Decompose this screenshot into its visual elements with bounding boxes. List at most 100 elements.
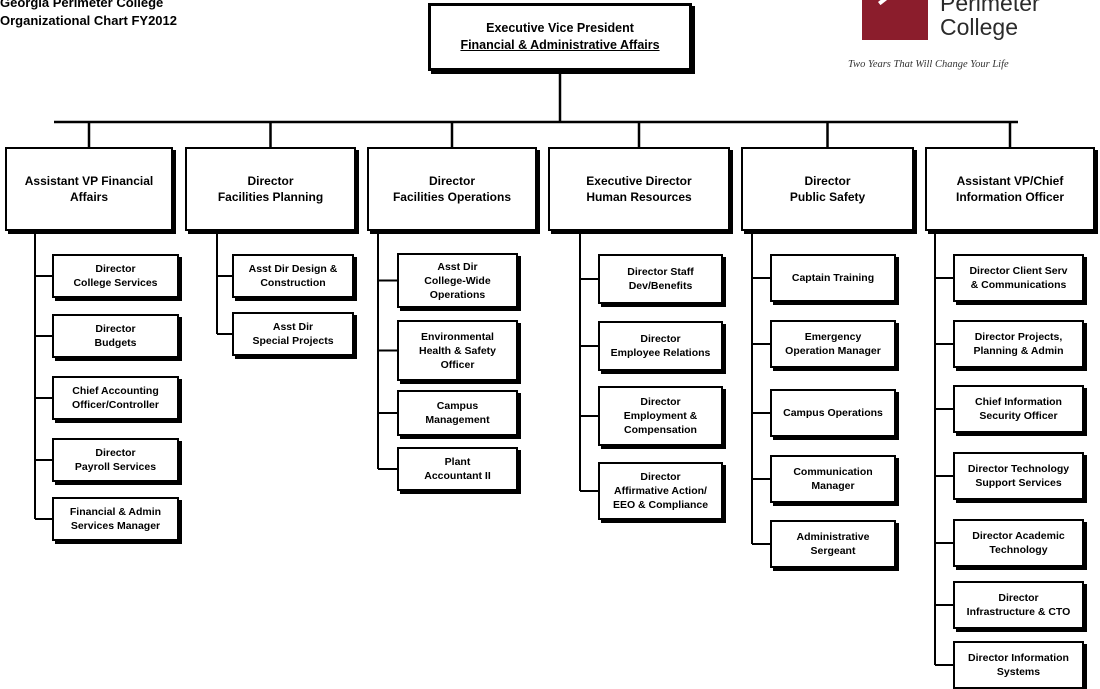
department-title-line: Facilities Planning: [217, 190, 324, 204]
position-box: Director Projects, Planning & Admin: [953, 320, 1084, 368]
position-title-line: Planning & Admin: [973, 345, 1064, 357]
college-logo: Perimeter College Two Years That Will Ch…: [836, 0, 1100, 86]
position-title-line: Director Staff: [627, 266, 694, 278]
logo-mark-icon: [862, 0, 928, 40]
department-title-line: Facilities Operations: [392, 190, 512, 204]
position-title-line: Financial & Admin: [69, 506, 162, 518]
position-title-line: Director: [640, 471, 681, 483]
department-title-line: Human Resources: [586, 190, 692, 204]
position-box: Campus Operations: [770, 389, 896, 437]
position-title-line: & Communications: [970, 279, 1067, 291]
logo-text-perimeter: Perimeter: [940, 0, 1040, 16]
position-title-line: College-Wide: [424, 274, 491, 287]
position-title-line: Director Technology: [967, 463, 1070, 475]
department-title-line: Public Safety: [789, 190, 866, 204]
position-title-line: Management: [425, 414, 490, 426]
position-title-line: Affirmative Action/: [614, 485, 707, 497]
department-title-line: Director: [428, 174, 475, 188]
position-title-line: Director: [640, 333, 681, 345]
position-title-line: Director Client Serv: [969, 265, 1068, 277]
position-title-line: Operation Manager: [785, 345, 881, 357]
position-title-line: Officer/Controller: [72, 399, 159, 411]
position-title-line: Chief Information: [975, 396, 1062, 408]
position-title-line: EEO & Compliance: [612, 499, 709, 511]
department-title-line: Affairs: [69, 190, 108, 204]
position-title-line: Budgets: [94, 337, 137, 349]
position-title-line: Communication: [793, 466, 873, 478]
chart-title: Organizational Chart FY2012: [0, 13, 177, 28]
chart-header: Georgia Perimeter College Organizational…: [0, 0, 177, 30]
position-title-line: Employee Relations: [610, 347, 711, 359]
position-title-line: Chief Accounting: [72, 385, 159, 397]
department-title-line: Executive Director: [586, 174, 692, 188]
position-title-line: College Services: [73, 277, 158, 289]
position-title-line: Operations: [429, 288, 486, 301]
position-title-line: Director: [998, 592, 1039, 604]
position-box: Captain Training: [770, 254, 896, 302]
position-title-line: Environmental: [421, 330, 494, 343]
position-title-line: Employment &: [623, 410, 698, 422]
position-title-line: Infrastructure & CTO: [966, 606, 1071, 618]
department-title-line: Assistant VP/Chief: [956, 174, 1064, 188]
position-title-line: Director: [95, 263, 136, 275]
logo-text-college: College: [940, 14, 1018, 40]
department-title-line: Director: [804, 174, 851, 188]
position-title-line: Health & Safety: [418, 344, 497, 357]
executive-vp-box: Executive Vice President Financial & Adm…: [428, 3, 692, 71]
position-title-line: Officer: [440, 358, 475, 371]
position-title-line: Director Information: [968, 652, 1069, 664]
position-title-line: Director Projects,: [974, 331, 1063, 343]
position-title-line: Accountant II: [424, 470, 491, 482]
position-title-line: Systems: [996, 666, 1041, 678]
position-box: Director Client Serv & Communications: [953, 254, 1084, 302]
position-title-line: Asst Dir: [437, 260, 478, 273]
logo-tagline: Two Years That Will Change Your Life: [848, 59, 1009, 70]
position-title-line: Services Manager: [70, 520, 161, 532]
position-title-line: Campus Operations: [783, 407, 883, 419]
executive-vp-title: Executive Vice President: [486, 21, 634, 35]
position-title-line: Emergency: [804, 331, 862, 343]
position-title-line: Technology: [989, 544, 1048, 556]
department-title-line: Assistant VP Financial: [24, 174, 154, 188]
position-title-line: Security Officer: [979, 410, 1058, 422]
position-title-line: Director: [95, 323, 136, 335]
department-title-line: Director: [247, 174, 294, 188]
position-title-line: Payroll Services: [74, 461, 157, 473]
position-title-line: Director Academic: [972, 530, 1065, 542]
position-title-line: Dev/Benefits: [628, 280, 693, 292]
position-title-line: Sergeant: [810, 545, 856, 557]
position-title-line: Campus: [436, 400, 479, 412]
college-name: Georgia Perimeter College: [0, 0, 164, 10]
position-title-line: Asst Dir Design &: [248, 263, 338, 275]
department-title-line: Information Officer: [955, 190, 1064, 204]
position-title-line: Administrative: [796, 531, 870, 543]
position-title-line: Captain Training: [791, 272, 875, 284]
position-title-line: Plant: [444, 456, 471, 468]
position-title-line: Asst Dir: [272, 321, 314, 333]
